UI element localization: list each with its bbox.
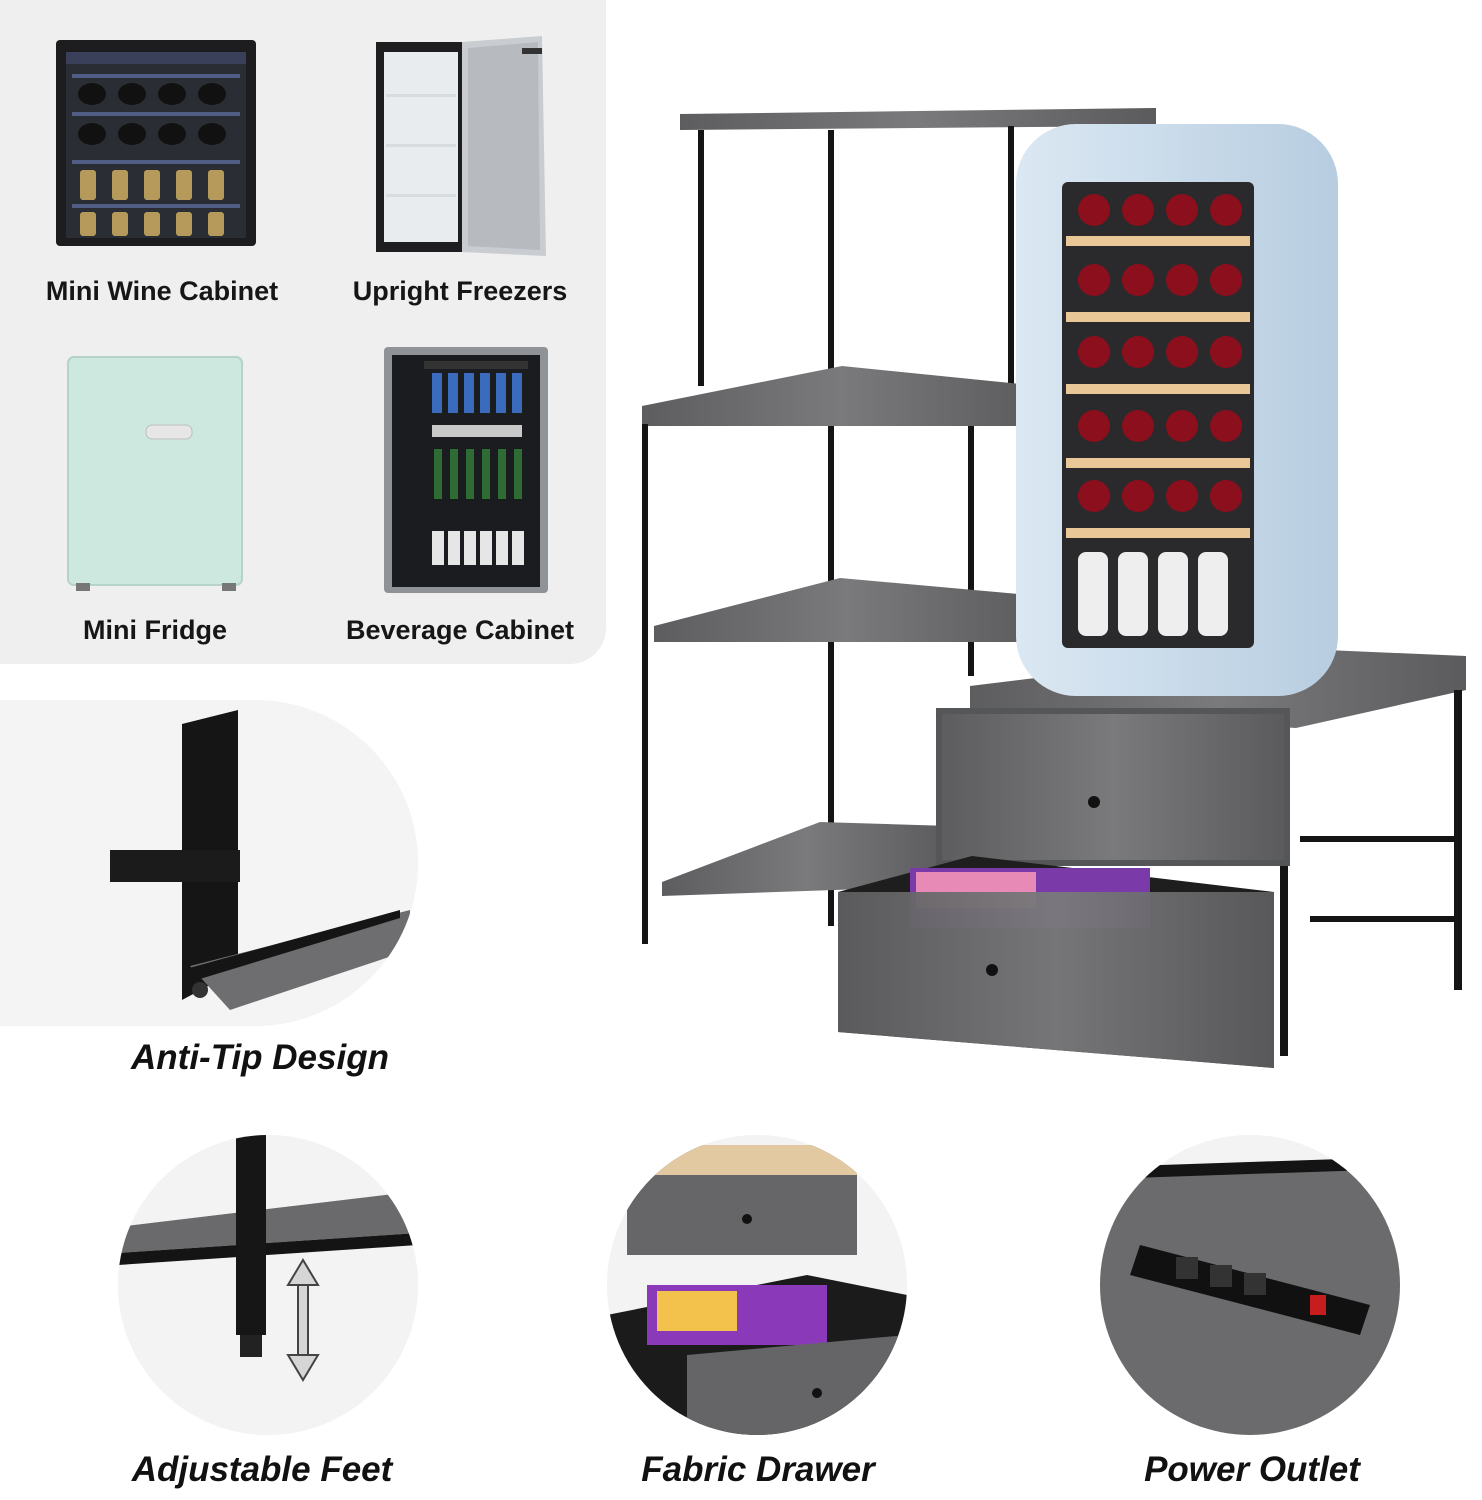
product-main-image bbox=[620, 96, 1482, 1076]
adjustable-feet-detail-image bbox=[118, 1135, 418, 1435]
upright-freezer-icon bbox=[372, 34, 552, 262]
caption-adjustable-feet: Adjustable Feet bbox=[131, 1450, 393, 1489]
compatible-appliances-panel: Mini Wine Cabinet Upright Freezers Mini … bbox=[0, 0, 606, 664]
compat-label-mini-wine-cabinet: Mini Wine Cabinet bbox=[45, 276, 279, 306]
wine-cabinet-icon bbox=[52, 34, 264, 249]
fabric-drawer-detail-image bbox=[607, 1135, 907, 1435]
power-outlet-detail-image bbox=[1100, 1135, 1400, 1435]
up-down-arrow-icon bbox=[286, 1258, 320, 1382]
caption-anti-tip-design: Anti-Tip Design bbox=[131, 1038, 389, 1077]
compat-label-beverage-cabinet: Beverage Cabinet bbox=[345, 615, 575, 645]
beverage-cabinet-icon bbox=[382, 345, 552, 597]
power-strip-icon bbox=[1130, 1245, 1370, 1335]
mini-fridge-icon bbox=[66, 355, 246, 593]
anti-tip-detail-image bbox=[0, 700, 418, 1026]
compat-label-mini-fridge: Mini Fridge bbox=[83, 615, 227, 645]
compat-label-upright-freezers: Upright Freezers bbox=[352, 276, 568, 306]
caption-power-outlet: Power Outlet bbox=[1144, 1450, 1360, 1489]
caption-fabric-drawer: Fabric Drawer bbox=[641, 1450, 875, 1489]
